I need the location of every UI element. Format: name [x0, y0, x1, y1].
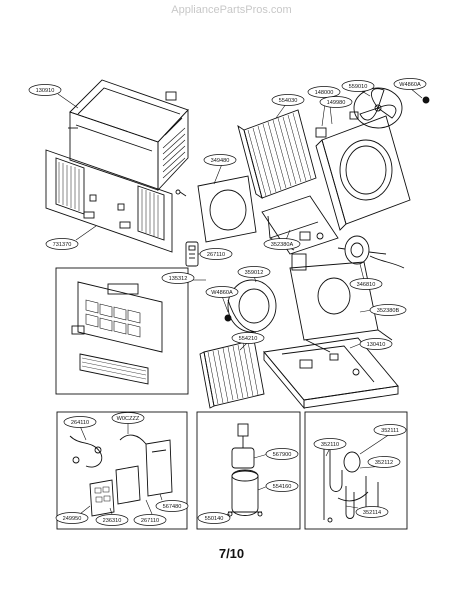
svg-text:346810: 346810	[357, 282, 376, 288]
condenser-coil	[237, 109, 317, 200]
callout-249950: 249950	[55, 512, 89, 524]
callout-554210: 554210	[231, 332, 265, 344]
callout-w0czzz: W0CZZZ	[111, 412, 145, 424]
svg-text:567900: 567900	[273, 452, 292, 458]
callout-559010: 559010	[341, 80, 375, 92]
svg-text:567480: 567480	[163, 504, 182, 510]
evaporator-coil	[199, 339, 265, 409]
callout-130410: 130410	[359, 338, 393, 350]
svg-text:352380A: 352380A	[271, 242, 294, 248]
electrical-parts-box	[56, 411, 188, 530]
callout-352112: 352112	[367, 456, 401, 468]
watermark: AppliancePartsPros.com	[171, 4, 292, 16]
callout-w4860a-mid: W4860A	[205, 286, 239, 298]
callout-130910: 130910	[28, 84, 62, 96]
svg-text:W4860A: W4860A	[211, 290, 233, 296]
callout-352110: 352110	[313, 438, 347, 450]
callout-346810: 346810	[349, 278, 383, 290]
svg-text:359012: 359012	[245, 270, 264, 276]
svg-text:352380B: 352380B	[377, 308, 400, 314]
fan-motor	[337, 235, 405, 269]
condenser-fan-blade	[353, 87, 430, 129]
callout-554160: 554160	[265, 480, 299, 492]
outer-cabinet	[68, 79, 189, 192]
callout-135312: 135312	[161, 272, 195, 284]
svg-text:550140: 550140	[205, 516, 224, 522]
callout-550140: 550140	[197, 512, 231, 524]
callout-352111: 352111	[373, 424, 407, 436]
svg-text:130410: 130410	[367, 342, 386, 348]
callout-148000: 148000	[307, 86, 341, 98]
svg-text:349480: 349480	[211, 158, 230, 164]
svg-text:352111: 352111	[381, 428, 399, 434]
compressor-box	[196, 411, 301, 530]
svg-text:554030: 554030	[279, 98, 298, 104]
fan-shroud	[315, 111, 411, 231]
svg-text:W4860A: W4860A	[399, 82, 421, 88]
callout-567480: 567480	[155, 500, 189, 512]
orifice-plate	[197, 175, 257, 243]
svg-text:264110: 264110	[71, 420, 89, 426]
callout-149980: 149980	[319, 96, 353, 108]
base-pan	[263, 337, 399, 410]
callout-352380b: 352380B	[369, 304, 407, 316]
callout-352114: 352114	[355, 506, 389, 518]
svg-text:149980: 149980	[327, 100, 346, 106]
front-frame	[45, 149, 187, 253]
svg-text:267110: 267110	[207, 252, 225, 258]
svg-text:267110: 267110	[141, 518, 159, 524]
svg-text:148000: 148000	[315, 90, 334, 96]
svg-text:559010: 559010	[349, 84, 368, 90]
callout-w4860a-top: W4860A	[393, 78, 427, 90]
svg-text:352112: 352112	[375, 460, 393, 466]
scroll-housing	[289, 253, 393, 353]
callout-731370: 731370	[45, 238, 79, 250]
leader-lines	[57, 87, 423, 517]
callout-264110: 264110	[63, 416, 97, 428]
svg-text:731370: 731370	[53, 242, 72, 248]
svg-text:249950: 249950	[63, 516, 82, 522]
callout-267110: 267110	[199, 248, 233, 260]
svg-text:554160: 554160	[273, 484, 292, 490]
svg-text:554210: 554210	[239, 336, 258, 342]
svg-text:352114: 352114	[363, 510, 381, 516]
callout-554030: 554030	[271, 94, 305, 106]
svg-text:352110: 352110	[321, 442, 339, 448]
callout-359012: 359012	[237, 266, 271, 278]
callout-352380a: 352380A	[263, 238, 301, 250]
svg-text:236310: 236310	[103, 518, 122, 524]
page-number: 7/10	[218, 546, 245, 561]
front-panel-box	[55, 267, 189, 395]
svg-text:135312: 135312	[169, 276, 188, 282]
svg-text:W0CZZZ: W0CZZZ	[117, 416, 140, 422]
callout-567900: 567900	[265, 448, 299, 460]
callout-349480: 349480	[203, 154, 237, 166]
blower-wheel	[224, 279, 277, 333]
callout-236310: 236310	[95, 514, 129, 526]
svg-text:130910: 130910	[36, 88, 55, 94]
callout-267110-elec: 267110	[133, 514, 167, 526]
remote-control	[185, 241, 199, 267]
